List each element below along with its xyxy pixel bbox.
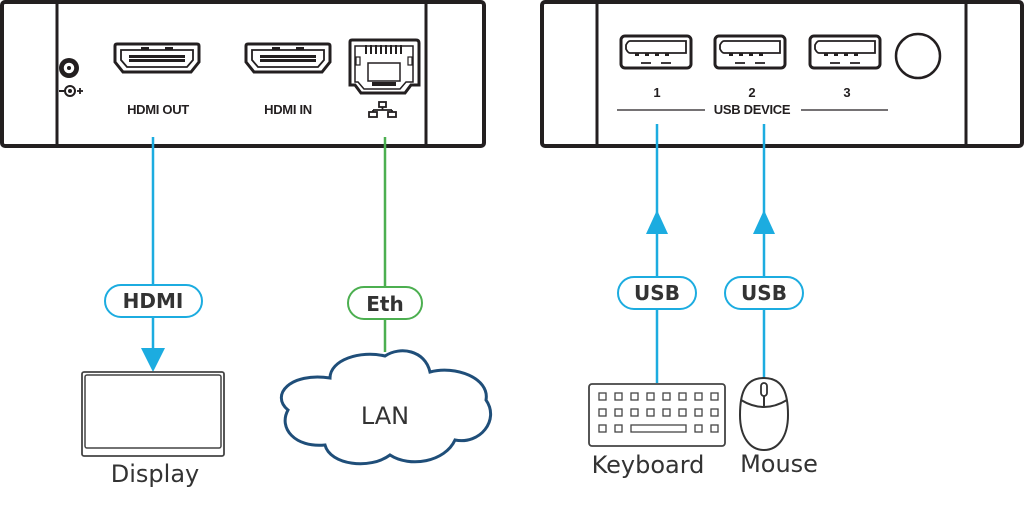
keyboard-key	[646, 392, 655, 401]
device-enclosure	[0, 0, 486, 148]
eth-cable-badge	[347, 286, 423, 320]
mouse-label: Mouse	[740, 450, 818, 478]
keyboard-usb-cable: USB	[617, 124, 697, 383]
keyboard-label: Keyboard	[592, 451, 705, 479]
usb-cable-badge	[724, 276, 804, 310]
keyboard-key	[614, 424, 623, 433]
hdmi-cable: HDMI	[104, 137, 203, 372]
mouse-usb-cable: USB	[724, 124, 804, 395]
keyboard-key	[710, 392, 719, 401]
keyboard-key	[614, 392, 623, 401]
arrow-down-icon	[141, 348, 165, 372]
keyboard-key	[630, 408, 639, 417]
keyboard-key	[710, 424, 719, 433]
keyboard-key	[598, 408, 607, 417]
keyboard-spacebar	[630, 424, 687, 433]
usb-cable-label: USB	[741, 281, 787, 305]
keyboard-key	[598, 392, 607, 401]
eth-cable-label: Eth	[366, 292, 403, 316]
lan-label: LAN	[361, 402, 409, 430]
usb-port-2-number: 2	[748, 85, 755, 100]
usb-port-3-number: 3	[843, 85, 850, 100]
usb-cable-badge	[617, 276, 697, 310]
usb-device-label: USB DEVICE	[714, 102, 791, 117]
network-icon	[368, 101, 397, 118]
usb-cable-label: USB	[634, 281, 680, 305]
right-device-panel: 1 2 3 USB DEVICE	[540, 0, 1024, 148]
keyboard-key	[614, 408, 623, 417]
keyboard-key	[662, 408, 671, 417]
usb-port-1-number: 1	[653, 85, 660, 100]
keyboard-key	[678, 408, 687, 417]
keyboard-key	[630, 392, 639, 401]
keyboard-key	[646, 408, 655, 417]
arrow-up-icon	[646, 210, 668, 234]
keyboard-key	[694, 392, 703, 401]
power-jack-icon	[59, 58, 79, 78]
dc-polarity-icon	[59, 85, 83, 97]
keyboard-key	[694, 424, 703, 433]
arrow-up-icon	[753, 210, 775, 234]
device-enclosure	[540, 0, 1024, 148]
display-icon	[81, 371, 225, 457]
keyboard-key	[710, 408, 719, 417]
display-label: Display	[111, 460, 199, 488]
keyboard-key	[678, 392, 687, 401]
keyboard-icon	[588, 383, 726, 447]
hdmi-cable-badge	[104, 284, 203, 318]
left-device-panel: HDMI OUT HDMI IN	[0, 0, 486, 148]
rj45-port-icon[interactable]	[348, 38, 421, 95]
keyboard-key	[694, 408, 703, 417]
round-button-icon[interactable]	[894, 32, 942, 80]
hdmi-in-label: HDMI IN	[264, 102, 312, 117]
keyboard-key	[598, 424, 607, 433]
hdmi-cable-label: HDMI	[123, 289, 184, 313]
mouse-icon	[738, 376, 790, 452]
ethernet-cable: Eth	[347, 137, 423, 352]
keyboard-key	[662, 392, 671, 401]
hdmi-out-label: HDMI OUT	[127, 102, 189, 117]
lan-cloud-icon	[280, 349, 493, 466]
